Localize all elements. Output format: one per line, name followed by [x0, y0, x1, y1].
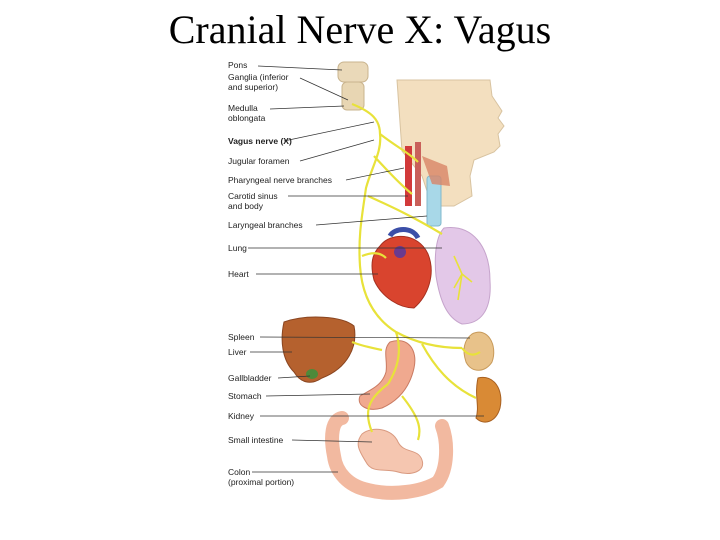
label-lung: Lung [228, 243, 247, 253]
label-stomach: Stomach [228, 391, 262, 401]
leader-lines [248, 65, 484, 473]
label-spleen: Spleen [228, 332, 255, 342]
anatomy-illustration [248, 61, 505, 500]
label-ganglia: Ganglia (inferior and superior) [228, 72, 289, 92]
label-medulla: Medulla oblongata [228, 103, 266, 123]
pons-shape [337, 61, 369, 83]
vagus-nerve-path [351, 102, 481, 441]
label-gallbladder: Gallbladder [228, 373, 272, 383]
label-heart: Heart [228, 269, 249, 279]
label-small-intestine: Small intestine [228, 435, 284, 445]
small-intestine-shape [357, 428, 424, 474]
label-jugular-foramen: Jugular foramen [228, 156, 290, 166]
page-title: Cranial Nerve X: Vagus [168, 7, 552, 52]
label-laryngeal: Laryngeal branches [228, 220, 303, 230]
jugular-vein [415, 142, 421, 206]
kidney-shape [475, 376, 502, 423]
vagus-nerve-diagram: Pons Ganglia (inferior and superior) Med… [222, 56, 522, 501]
label-pons: Pons [228, 60, 248, 70]
gallbladder-shape [306, 369, 318, 379]
heart-shape [371, 235, 432, 309]
label-liver: Liver [228, 347, 247, 357]
neck-muscles [422, 156, 450, 186]
label-colon: Colon (proximal portion) [228, 467, 295, 487]
carotid-artery [405, 146, 412, 206]
label-carotid: Carotid sinus and body [228, 191, 278, 211]
label-pharyngeal: Pharyngeal nerve branches [228, 175, 332, 185]
spleen-shape [463, 331, 495, 371]
head-silhouette [396, 79, 505, 207]
medulla-shape [341, 81, 365, 111]
stomach-shape [358, 340, 416, 410]
label-kidney: Kidney [228, 411, 254, 421]
label-vagus-nerve: Vagus nerve (X) [228, 136, 292, 146]
liver-shape [281, 316, 356, 383]
lung-shape [434, 227, 491, 325]
